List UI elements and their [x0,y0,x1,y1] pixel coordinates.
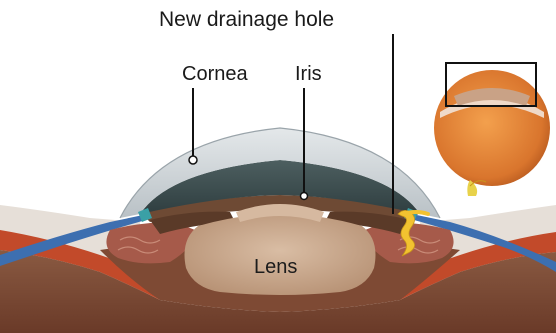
drainage-tube [404,212,428,214]
label-lens: Lens [254,257,297,277]
label-iris: Iris [295,64,322,84]
leader-iris-dot [301,193,308,200]
inset-eyeball [434,70,550,196]
lens [185,214,376,295]
label-cornea: Cornea [182,64,248,84]
label-new-drainage-hole: New drainage hole [159,9,334,30]
leader-cornea-dot [189,156,197,164]
